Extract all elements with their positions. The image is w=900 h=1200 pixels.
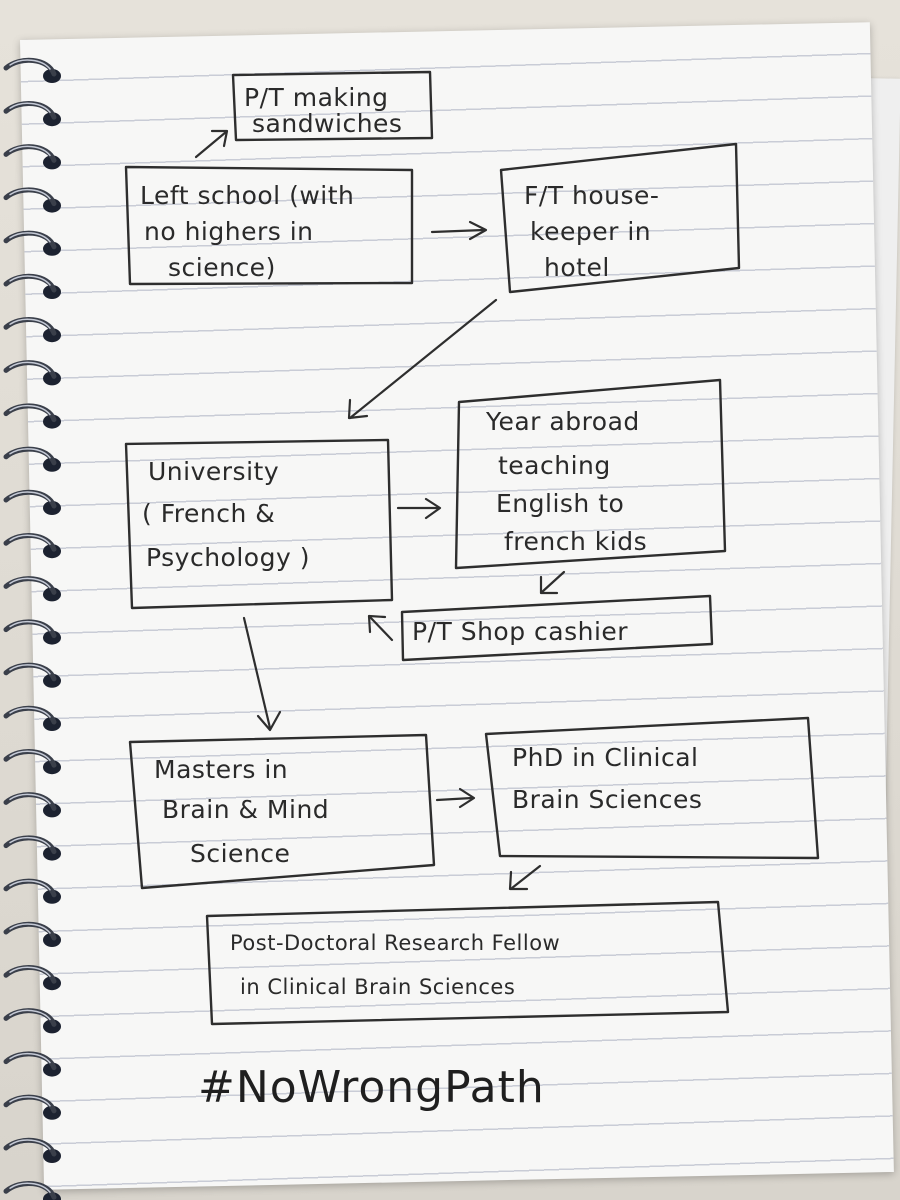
binding-hole	[43, 285, 61, 299]
node-text-line: hotel	[544, 253, 610, 282]
binding-ring-highlight	[9, 361, 51, 373]
binding-ring-highlight	[9, 664, 51, 675]
binding-hole	[43, 241, 61, 256]
node-text-line: ( French &	[142, 499, 275, 528]
binding-ring-highlight	[9, 102, 51, 113]
node-left-school: Left school (with no highers in science)	[124, 165, 414, 286]
node-text-line: Psychology )	[146, 543, 310, 572]
binding-ring-highlight	[9, 491, 51, 502]
binding-ring-highlight	[9, 534, 51, 545]
binding-hole	[43, 371, 61, 386]
binding-hole	[43, 501, 61, 515]
node-masters: Masters in Brain & Mind Science	[128, 733, 436, 890]
node-year-abroad: Year abroad teaching English to french k…	[454, 378, 727, 570]
binding-ring-highlight	[9, 232, 51, 243]
node-text-line: University	[148, 457, 279, 486]
binding-hole	[43, 717, 61, 731]
binding-hole	[43, 69, 61, 83]
binding-hole	[43, 933, 61, 947]
binding-hole	[43, 630, 61, 645]
binding-ring-highlight	[9, 793, 51, 805]
binding-ring-highlight	[9, 188, 51, 200]
node-text-line: teaching	[498, 451, 611, 480]
node-text-line: P/T Shop cashier	[412, 617, 628, 646]
binding-ring-highlight	[9, 620, 51, 632]
node-text-line: no highers in	[144, 217, 314, 246]
arrow-university-to-masters	[242, 616, 282, 732]
binding-ring-highlight	[9, 448, 51, 459]
node-university: University ( French & Psychology )	[124, 438, 394, 610]
binding-ring-highlight	[9, 923, 51, 934]
binding-hole	[43, 846, 61, 861]
node-phd: PhD in Clinical Brain Sciences	[484, 716, 820, 860]
node-text-line: keeper in	[530, 217, 651, 246]
node-text-line: F/T house-	[524, 181, 659, 210]
binding-hole	[43, 155, 61, 170]
binding-hole	[43, 198, 61, 213]
node-postdoc: Post-Doctoral Research Fellow in Clinica…	[205, 900, 730, 1026]
node-text-line: English to	[496, 489, 624, 518]
node-text-line: P/T making	[244, 83, 389, 112]
binding-hole	[43, 587, 61, 602]
binding-hole	[43, 328, 61, 343]
binding-hole	[43, 673, 61, 688]
node-pt-sandwiches: P/T making sandwiches	[231, 70, 434, 142]
node-text-line: PhD in Clinical	[512, 743, 699, 772]
spiral-binding	[3, 57, 61, 1200]
binding-ring-highlight	[9, 404, 51, 416]
arrow-left-school-to-sandwiches	[194, 129, 229, 159]
node-text-line: Post-Doctoral Research Fellow	[230, 931, 560, 955]
binding-ring-highlight	[9, 1009, 51, 1021]
binding-hole	[43, 1149, 61, 1163]
binding-hole	[43, 1019, 61, 1034]
node-text-line: science)	[168, 253, 276, 282]
node-text-line: sandwiches	[252, 109, 402, 138]
binding-ring-highlight	[9, 275, 51, 286]
hashtag-text: #NoWrongPath	[198, 1062, 545, 1113]
binding-ring-highlight	[9, 318, 51, 329]
node-ft-housekeeper: F/T house- keeper in hotel	[499, 142, 741, 294]
binding-ring-highlight	[9, 1182, 51, 1193]
binding-hole	[43, 1105, 61, 1120]
binding-hole	[43, 112, 61, 127]
binding-ring-highlight	[9, 966, 51, 977]
binding-hole	[43, 544, 61, 559]
node-text-line: Year abroad	[485, 407, 640, 436]
binding-hole	[43, 976, 61, 991]
node-text-line: Science	[190, 839, 290, 868]
arrow-housekeeper-to-university	[347, 298, 498, 420]
arrow-shop-cashier-to-university	[367, 614, 394, 642]
binding-ring-highlight	[9, 880, 51, 891]
binding-ring-highlight	[9, 145, 51, 157]
binding-ring-highlight	[9, 836, 51, 848]
binding-ring-highlight	[9, 707, 51, 718]
node-text-line: Left school (with	[140, 181, 354, 210]
binding-hole	[43, 760, 61, 775]
binding-ring-highlight	[9, 1052, 51, 1064]
arrow-masters-to-phd	[435, 787, 476, 809]
node-text-line: in Clinical Brain Sciences	[240, 975, 515, 999]
binding-hole	[43, 803, 61, 818]
arrow-phd-to-postdoc	[508, 864, 542, 891]
node-text-line: Masters in	[154, 755, 288, 784]
binding-hole	[43, 889, 61, 904]
arrow-left-school-to-housekeeper	[430, 220, 488, 241]
node-text-line: french kids	[504, 527, 647, 556]
node-text-line: Brain Sciences	[512, 785, 702, 814]
binding-hole	[43, 457, 61, 472]
binding-hole	[43, 1062, 61, 1077]
binding-ring-highlight	[9, 59, 51, 70]
arrow-university-to-year-abroad	[396, 497, 442, 520]
binding-ring-highlight	[9, 577, 51, 589]
binding-ring-highlight	[9, 1096, 51, 1107]
node-pt-shop-cashier: P/T Shop cashier	[400, 594, 714, 662]
node-text-line: Brain & Mind	[162, 795, 329, 824]
arrow-year-abroad-to-shop-cashier	[539, 570, 566, 595]
binding-hole	[43, 414, 61, 429]
binding-ring-highlight	[9, 1139, 51, 1150]
binding-ring-highlight	[9, 750, 51, 761]
